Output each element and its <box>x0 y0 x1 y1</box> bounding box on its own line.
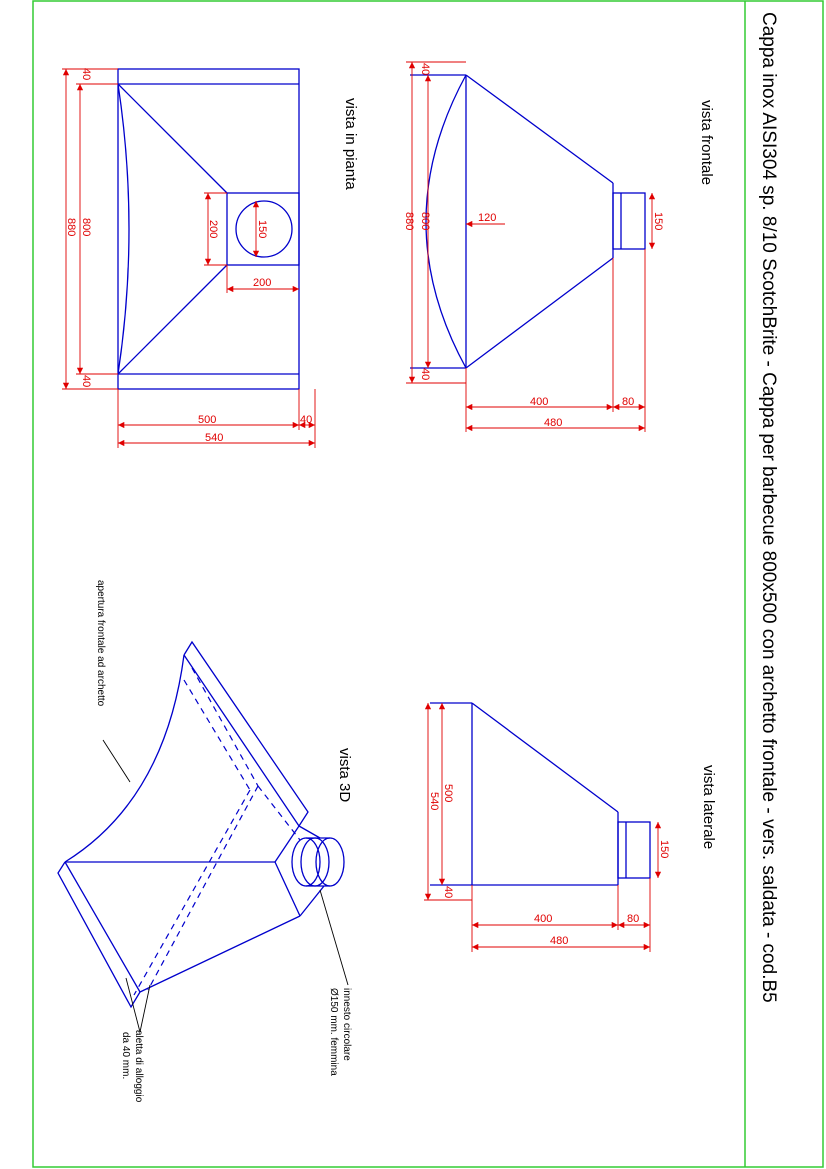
side-slope <box>471 702 619 813</box>
3d-arch-opening <box>64 654 185 863</box>
note-innesto-1: innesto circolare <box>341 988 352 1061</box>
note-aletta-1: aletta di alloggio <box>133 1030 144 1103</box>
leader-apertura <box>102 739 131 783</box>
side-dim-540: 540 <box>428 792 440 810</box>
view-3d: vista 3D apertura frontale ad archetto i… <box>57 580 353 1103</box>
front-dim-400: 400 <box>530 396 548 408</box>
side-dim-500: 500 <box>442 784 454 802</box>
plan-dim-40h: 40 <box>300 414 312 426</box>
3d-hidden-3 <box>147 785 259 991</box>
plan-outlet-circle <box>235 200 293 258</box>
front-arch-curve <box>425 74 467 369</box>
sheet-title: Cappa inox AISI304 sp. 8/10 ScotchBrite … <box>758 12 779 1003</box>
side-dim-80: 80 <box>627 913 639 925</box>
sheet-border <box>32 0 824 1168</box>
front-dim-800: 800 <box>419 212 431 230</box>
3d-bottom-flange <box>57 861 141 1009</box>
front-dim-40-bot: 40 <box>419 368 431 380</box>
note-aletta-2: da 40 mm. <box>120 1032 131 1079</box>
plan-dim-40-top: 40 <box>80 68 92 80</box>
front-dim-80: 80 <box>622 396 634 408</box>
front-slope-upper <box>465 74 614 184</box>
plan-outlet-square <box>226 192 300 266</box>
side-dim-150: 150 <box>658 840 670 858</box>
leader-aletta-1 <box>125 977 141 1033</box>
front-dim-40-top: 40 <box>419 63 431 75</box>
3d-top-ridge <box>274 825 300 863</box>
plan-ridge-lower <box>117 264 228 375</box>
view-3d-label: vista 3D <box>336 748 353 802</box>
note-apertura: apertura frontale ad archetto <box>95 580 106 707</box>
3d-hidden-2 <box>183 679 251 791</box>
side-view: vista laterale 500 540 40 150 400 80 480 <box>424 702 717 952</box>
3d-hidden-5 <box>257 785 301 841</box>
3d-hidden-1 <box>191 667 259 787</box>
plan-arch-curve <box>117 83 130 375</box>
side-dim-40: 40 <box>442 886 454 898</box>
plan-view: vista in pianta 40 800 880 40 200 150 20… <box>62 68 359 448</box>
note-innesto-2: Ø150 mm. femmina <box>328 988 339 1076</box>
front-view-label: vista frontale <box>698 100 715 185</box>
plan-ridge-upper <box>117 83 228 194</box>
plan-view-label: vista in pianta <box>342 98 359 190</box>
plan-dim-200h: 200 <box>253 277 271 289</box>
plan-dim-40-bot: 40 <box>80 375 92 387</box>
plan-dim-880: 880 <box>65 218 77 236</box>
leader-innesto <box>319 889 349 986</box>
front-slope-lower <box>465 257 614 369</box>
front-dim-150: 150 <box>652 212 664 230</box>
leader-aletta-2 <box>139 984 151 1033</box>
side-dim-480: 480 <box>550 935 568 947</box>
front-dim-480: 480 <box>544 417 562 429</box>
front-view: vista frontale 40 800 880 40 120 150 400… <box>403 61 715 432</box>
3d-side-ridge <box>139 915 301 993</box>
plan-dim-150: 150 <box>256 220 268 238</box>
plan-dim-500: 500 <box>198 414 216 426</box>
3d-hidden-4 <box>133 789 251 996</box>
3d-corner-edge <box>274 861 301 917</box>
3d-bottom-flange-edge <box>64 861 141 993</box>
3d-top-flange <box>183 640 309 827</box>
3d-back-top <box>298 825 321 839</box>
plan-dim-200v: 200 <box>207 220 219 238</box>
plan-dim-800: 800 <box>80 218 92 236</box>
3d-top-flange-edge <box>183 654 300 827</box>
3d-collar-ellipse-mid <box>300 837 330 887</box>
front-dim-120: 120 <box>478 212 496 224</box>
side-dim-400: 400 <box>534 913 552 925</box>
front-dim-880: 880 <box>403 212 415 230</box>
side-collar <box>617 821 651 879</box>
side-view-label: vista laterale <box>700 765 717 849</box>
plan-dim-540: 540 <box>205 432 223 444</box>
front-collar <box>612 192 646 250</box>
